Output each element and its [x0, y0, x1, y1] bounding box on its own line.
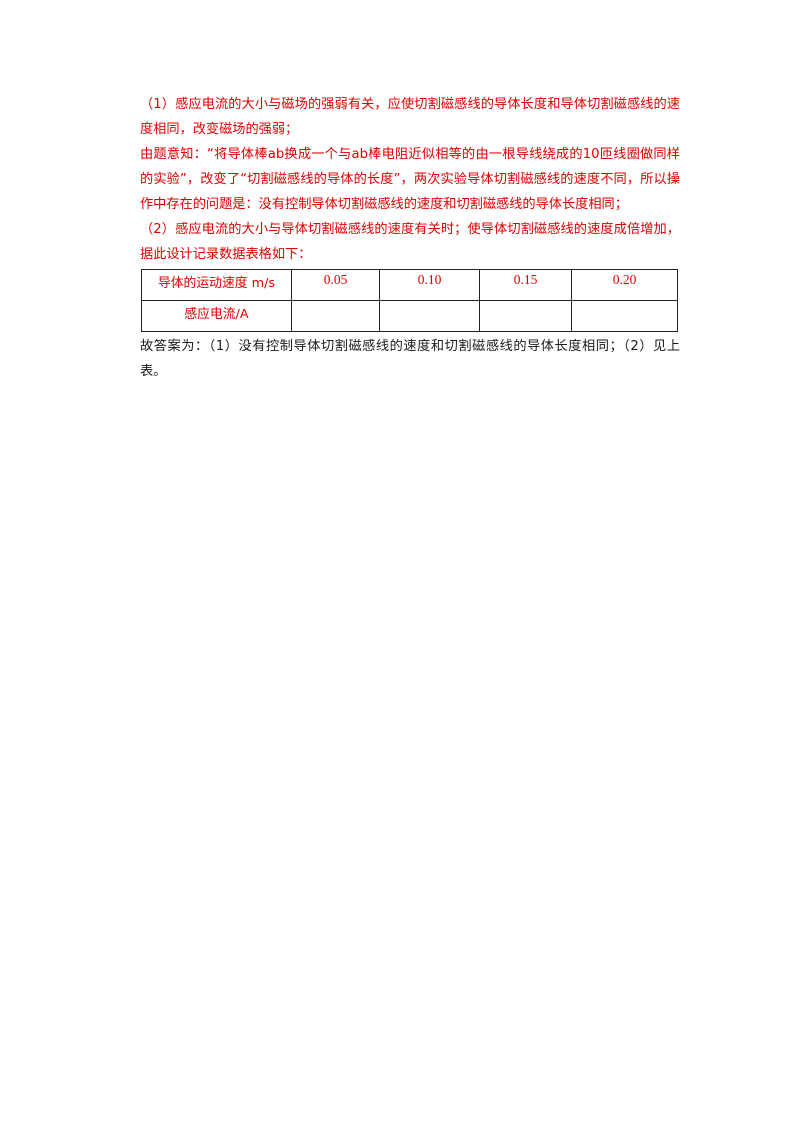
current-value-cell	[571, 300, 678, 332]
speed-value-cell: 0.15	[479, 269, 572, 301]
table-row-current: 感应电流/A	[141, 300, 678, 332]
current-value-cell	[379, 300, 480, 332]
analysis-paragraph-3: （2）感应电流的大小与导体切割磁感线的速度有关时；使导体切割磁感线的速度成倍增加…	[140, 222, 680, 262]
speed-label-cell: 导体的运动速度 m/s	[141, 269, 292, 301]
analysis-paragraph-2: 由题意知：“将导体棒ab换成一个与ab棒电阻近似相等的由一根导线绕成的10匝线圈…	[140, 147, 680, 212]
current-label-cell: 感应电流/A	[141, 300, 292, 332]
current-value-cell	[479, 300, 572, 332]
data-record-table: 导体的运动速度 m/s 0.05 0.10 0.15 0.20 感应电流/A	[141, 269, 678, 332]
current-value-cell	[291, 300, 380, 332]
document-page: （1）感应电流的大小与磁场的强弱有关，应使切割磁感线的导体长度和导体切割磁感线的…	[140, 92, 680, 384]
speed-value-cell: 0.10	[379, 269, 480, 301]
speed-value-cell: 0.20	[571, 269, 678, 301]
table-row-speed: 导体的运动速度 m/s 0.05 0.10 0.15 0.20	[141, 269, 678, 301]
analysis-paragraph-1: （1）感应电流的大小与磁场的强弱有关，应使切割磁感线的导体长度和导体切割磁感线的…	[140, 97, 680, 137]
speed-value-cell: 0.05	[291, 269, 380, 301]
answer-paragraph: 故答案为：（1）没有控制导体切割磁感线的速度和切割磁感线的导体长度相同；（2）见…	[140, 339, 680, 379]
